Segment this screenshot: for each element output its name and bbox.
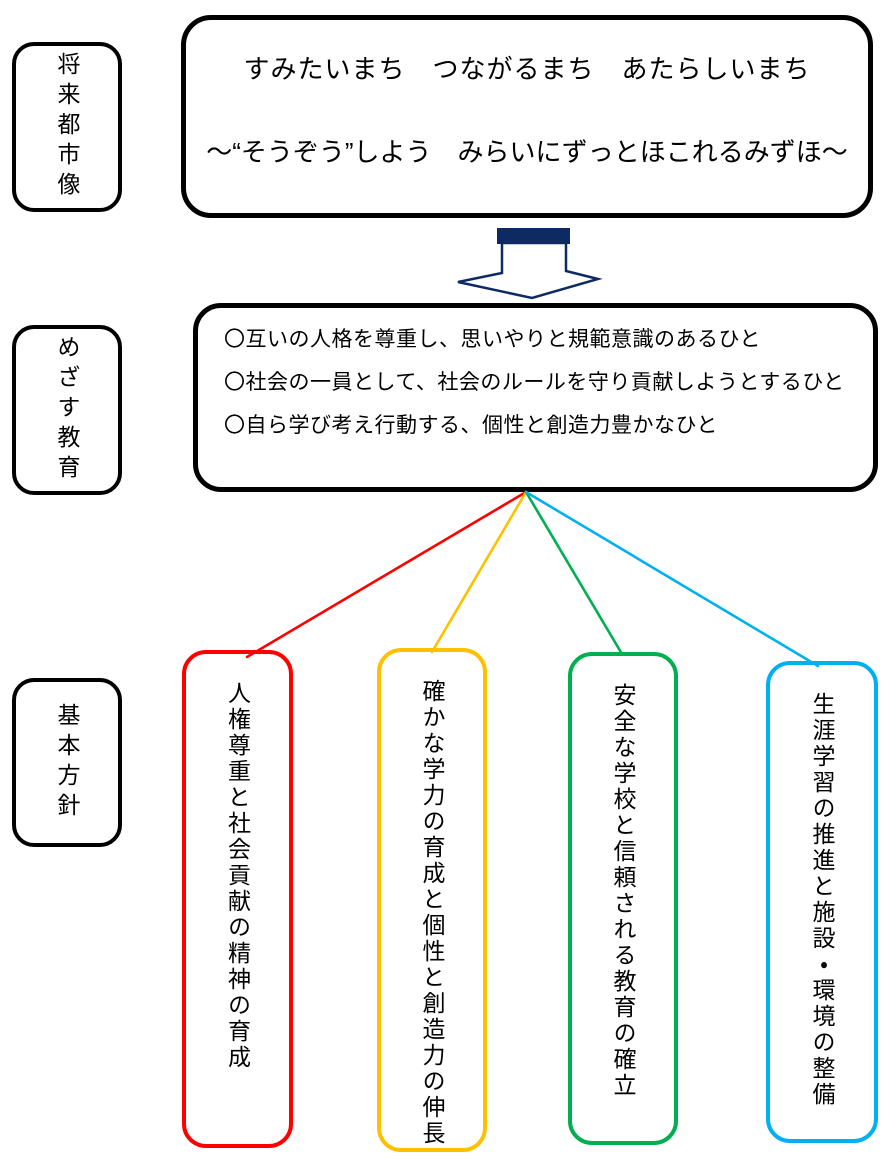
policy-box-human-rights: 人権尊重と社会貢献の精神の育成 bbox=[182, 650, 293, 1148]
target-education-label-box: めざす教育 bbox=[12, 325, 122, 495]
policy-box-academic-ability: 確かな学力の育成と個性と創造力の伸長 bbox=[377, 648, 487, 1152]
policy-label-human-rights: 人権尊重と社会貢献の精神の育成 bbox=[224, 681, 251, 1071]
education-goals-box: 〇互いの人格を尊重し、思いやりと規範意識のあるひと 〇社会の一員として、社会のル… bbox=[193, 303, 878, 492]
basic-policy-label-box: 基本方針 bbox=[12, 678, 122, 847]
education-goal-item: 〇互いの人格を尊重し、思いやりと規範意識のあるひと bbox=[224, 328, 761, 351]
connector-line-human-rights bbox=[245, 490, 528, 659]
policy-box-safe-schools: 安全な学校と信頼される教育の確立 bbox=[568, 652, 678, 1145]
future-city-label-box: 将来都市像 bbox=[12, 42, 122, 212]
policy-label-lifelong-learning: 生涯学習の推進と施設・環境の整備 bbox=[809, 692, 835, 1108]
future-city-label: 将来都市像 bbox=[54, 52, 80, 202]
down-arrow-icon bbox=[457, 228, 603, 300]
basic-policy-label: 基本方針 bbox=[54, 702, 80, 823]
connector-line-safe-schools bbox=[524, 490, 624, 656]
policy-label-academic-ability: 確かな学力の育成と個性と創造力の伸長 bbox=[419, 679, 445, 1147]
policy-box-lifelong-learning: 生涯学習の推進と施設・環境の整備 bbox=[766, 661, 878, 1143]
policy-label-safe-schools: 安全な学校と信頼される教育の確立 bbox=[610, 683, 636, 1099]
education-goal-item: 〇社会の一員として、社会のルールを守り貢献しようとするひと bbox=[224, 371, 845, 394]
education-goal-item: 〇自ら学び考え行動する、個性と創造力豊かなひと bbox=[224, 414, 718, 437]
connector-line-academic-ability bbox=[430, 490, 528, 654]
future-city-vision-box: すみたいまち つながるまち あたらしいまち ～“そうぞう”しよう みらいにずっと… bbox=[181, 15, 873, 218]
connector-line-lifelong-learning bbox=[524, 490, 820, 668]
target-education-label: めざす教育 bbox=[54, 335, 80, 485]
vision-slogan: すみたいまち つながるまち あたらしいまち bbox=[243, 54, 811, 84]
vision-subtitle: ～“そうぞう”しよう みらいにずっとほこれるみずほ～ bbox=[206, 137, 848, 167]
